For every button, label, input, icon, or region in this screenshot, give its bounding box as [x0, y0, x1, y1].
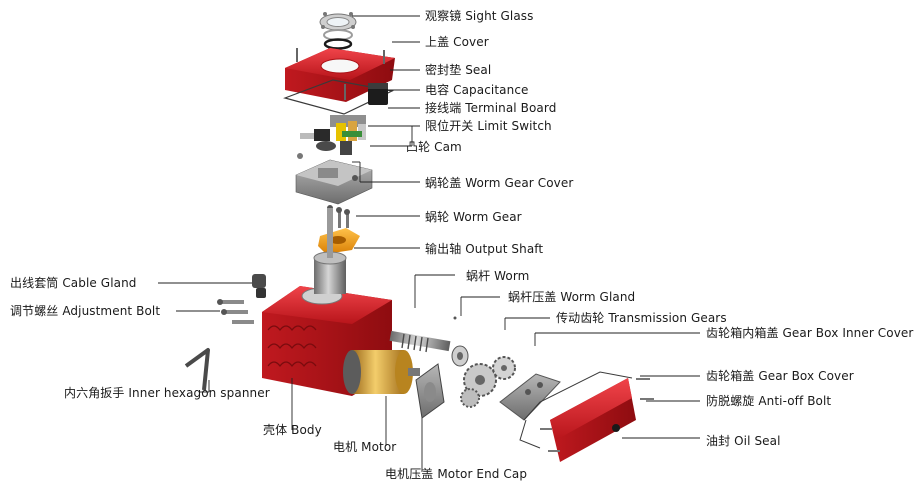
output-shaft-part	[318, 228, 360, 254]
label-limit-switch: 限位开关 Limit Switch	[425, 119, 552, 133]
cover-part	[285, 48, 395, 102]
label-worm-gear: 蜗轮 Worm Gear	[425, 210, 522, 224]
label-worm: 蜗杆 Worm	[466, 269, 530, 283]
label-transmission-gears: 传动齿轮 Transmission Gears	[556, 311, 727, 325]
label-terminal-board: 接线端 Terminal Board	[425, 101, 557, 115]
label-cable-gland: 出线套筒 Cable Gland	[10, 276, 137, 290]
shaft-tower	[313, 208, 347, 294]
label-seal: 密封垫 Seal	[425, 63, 492, 77]
label-gear-box-cover: 齿轮箱盖 Gear Box Cover	[706, 369, 854, 383]
label-body: 壳体 Body	[263, 423, 322, 437]
label-gear-box-inner-cover: 齿轮箱内箱盖 Gear Box Inner Cover	[706, 326, 914, 340]
label-cam: 凸轮 Cam	[406, 140, 462, 154]
motor-end-cap-part	[415, 363, 445, 419]
gear-box-cover-part	[540, 378, 654, 462]
label-motor-end-cap: 电机压盖 Motor End Cap	[385, 467, 528, 481]
worm-gear-cover-part	[295, 159, 373, 205]
label-adjustment-bolt: 调节螺丝 Adjustment Bolt	[10, 304, 161, 318]
gasket-outline	[519, 371, 633, 449]
label-output-shaft: 输出轴 Output Shaft	[425, 242, 544, 256]
motor-part	[343, 350, 420, 394]
label-cover: 上盖 Cover	[425, 35, 489, 49]
worm-gland-part	[451, 316, 469, 367]
transmission-gears-part	[460, 356, 516, 408]
gear-box-inner-cover-part	[499, 373, 561, 421]
cable-gland-part	[252, 274, 266, 298]
seal-part	[283, 79, 394, 115]
label-worm-gland: 蜗杆压盖 Worm Gland	[508, 290, 636, 304]
limit-switch-assembly	[300, 115, 366, 141]
sight-glass-part	[319, 12, 357, 50]
cam-part	[297, 141, 352, 159]
label-motor: 电机 Motor	[333, 440, 397, 454]
capacitance-part	[368, 83, 388, 105]
label-capacitance: 电容 Capacitance	[425, 83, 529, 97]
label-anti-off-bolt: 防脱螺旋 Anti-off Bolt	[706, 394, 832, 408]
label-inner-hexagon-spanner: 内六角扳手 Inner hexagon spanner	[64, 386, 270, 400]
adjustment-bolt-part	[217, 299, 254, 324]
hex-spanner-part	[184, 348, 210, 391]
leader-lines	[158, 15, 700, 472]
label-worm-gear-cover: 蜗轮盖 Worm Gear Cover	[425, 176, 574, 190]
worm-part	[389, 330, 451, 353]
label-sight-glass: 观察镜 Sight Glass	[425, 9, 534, 23]
label-oil-seal: 油封 Oil Seal	[706, 434, 781, 448]
